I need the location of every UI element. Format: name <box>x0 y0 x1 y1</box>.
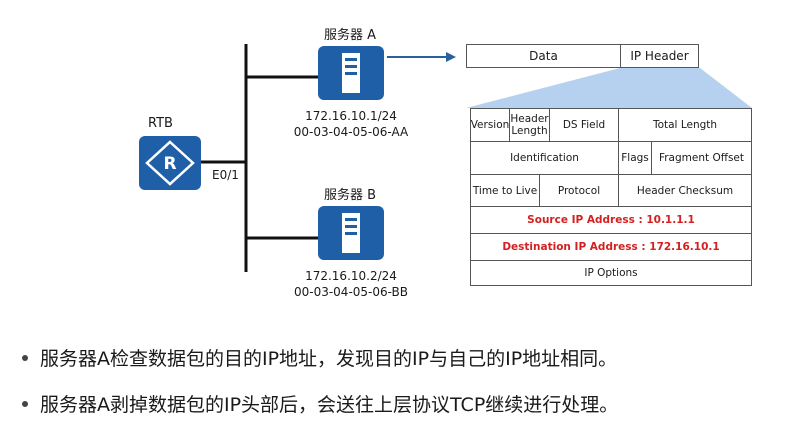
ip-header-table: Version Header Length DS Field Total Len… <box>470 108 752 286</box>
server-b-icon <box>318 206 384 260</box>
field-fragment-offset: Fragment Offset <box>652 142 752 175</box>
bullet-text: 服务器A剥掉数据包的IP头部后，会送往上层协议TCP继续进行处理。 <box>40 394 619 416</box>
header-expand-fan <box>466 68 752 108</box>
field-ip-options: IP Options <box>471 261 752 286</box>
packet-box: Data IP Header <box>466 44 699 68</box>
server-b-title: 服务器 B <box>324 188 377 203</box>
bullet-text: 服务器A检查数据包的目的IP地址，发现目的IP与自己的IP地址相同。 <box>40 348 618 370</box>
field-source-ip: Source IP Address : 10.1.1.1 <box>471 207 752 234</box>
server-a-ip: 172.16.10.1/24 <box>305 109 397 123</box>
field-checksum: Header Checksum <box>619 175 752 207</box>
router-icon: R <box>139 136 201 190</box>
field-destination-ip: Destination IP Address : 172.16.10.1 <box>471 234 752 261</box>
router-interface: E0/1 <box>212 168 239 182</box>
field-protocol: Protocol <box>540 175 619 207</box>
field-ds-field: DS Field <box>550 109 619 142</box>
server-b-mac: 00-03-04-05-06-BB <box>293 285 409 299</box>
bullet-item: 服务器A检查数据包的目的IP地址，发现目的IP与自己的IP地址相同。 <box>22 344 617 371</box>
server-a-title: 服务器 A <box>324 28 377 43</box>
bullet-dot <box>22 400 28 407</box>
field-identification: Identification <box>471 142 619 175</box>
server-a-icon <box>318 46 384 100</box>
packet-data: Data <box>467 45 621 67</box>
field-header-length: Header Length <box>510 109 550 142</box>
field-ttl: Time to Live <box>471 175 540 207</box>
server-a-mac: 00-03-04-05-06-AA <box>293 125 409 139</box>
svg-text:R: R <box>163 154 176 174</box>
bullet-item: 服务器A剥掉数据包的IP头部后，会送往上层协议TCP继续进行处理。 <box>22 390 618 417</box>
packet-arrow-head <box>446 52 456 62</box>
field-total-length: Total Length <box>619 109 752 142</box>
packet-ip-header: IP Header <box>630 49 689 63</box>
router-name: RTB <box>148 116 173 131</box>
field-flags: Flags <box>619 142 652 175</box>
server-b-ip: 172.16.10.2/24 <box>305 269 397 283</box>
field-version: Version <box>471 109 510 142</box>
bullet-dot <box>22 354 28 361</box>
